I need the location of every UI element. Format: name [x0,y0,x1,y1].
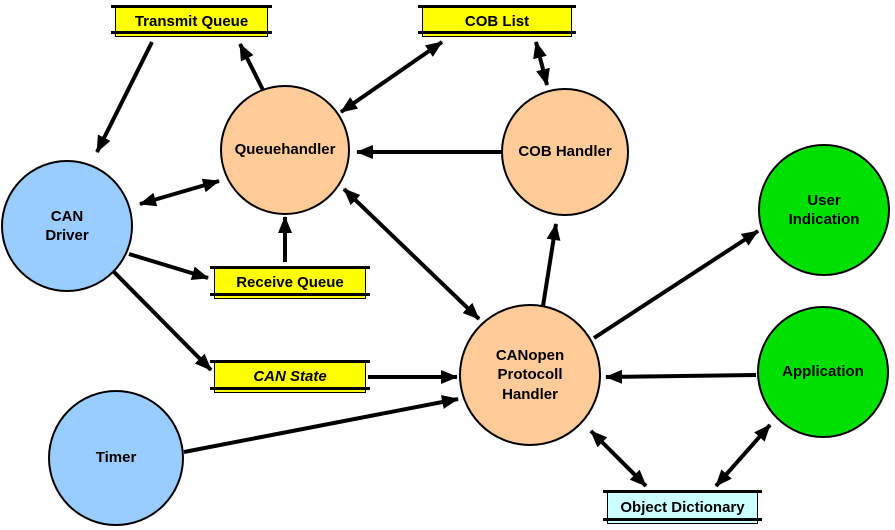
circle-queuehandler: Queuehandler [220,85,350,215]
box-receive-queue: Receive Queue [210,266,370,299]
circle-canopen-protocol-handler: CANopen Protocoll Handler [459,304,601,446]
edge-queuehandler-cob-list [339,40,444,114]
edge-can-driver-to-can-state [112,270,213,372]
edge-canopen-to-user-indication [592,229,760,340]
application-label: Application [782,363,864,381]
circle-can-driver: CAN Driver [1,160,133,292]
edge-canopen-object-dictionary [589,429,648,488]
cob-handler-label: COB Handler [518,143,612,161]
edge-canopen-to-cob-handler [541,223,561,307]
queuehandler-label: Queuehandler [234,141,336,159]
user-indication-label: User Indication [788,191,860,229]
circle-cob-handler: COB Handler [501,88,629,216]
canopen-protocol-handler-label: CANopen Protocoll Handler [495,346,565,403]
edge-application-to-canopen [605,369,757,384]
cob-list-label: COB List [464,12,530,30]
can-state-label: CAN State [253,368,327,385]
box-cob-list: COB List [418,5,576,37]
box-object-dictionary: Object Dictionary [603,490,762,524]
edge-can-driver-queuehandler [139,178,220,207]
circle-user-indication: User Indication [758,144,890,276]
timer-label: Timer [95,449,137,467]
box-transmit-queue: Transmit Queue [111,5,272,37]
edge-transmit-queue-to-can-driver [95,41,154,153]
object-dictionary-label: Object Dictionary [620,498,745,516]
receive-queue-label: Receive Queue [236,274,344,291]
transmit-queue-label: Transmit Queue [134,12,249,30]
circle-application: Application [757,306,889,438]
edge-timer-to-canopen [183,395,459,454]
can-driver-label: CAN Driver [45,207,89,245]
edge-can-driver-to-receive-queue [128,252,209,281]
edge-cob-list-cob-handler [533,41,550,86]
circle-timer: Timer [48,390,184,526]
edge-application-object-dictionary [714,423,772,488]
edge-queuehandler-to-transmit-queue [238,43,265,91]
edge-queuehandler-canopen [342,187,481,321]
box-can-state: CAN State [210,360,370,393]
